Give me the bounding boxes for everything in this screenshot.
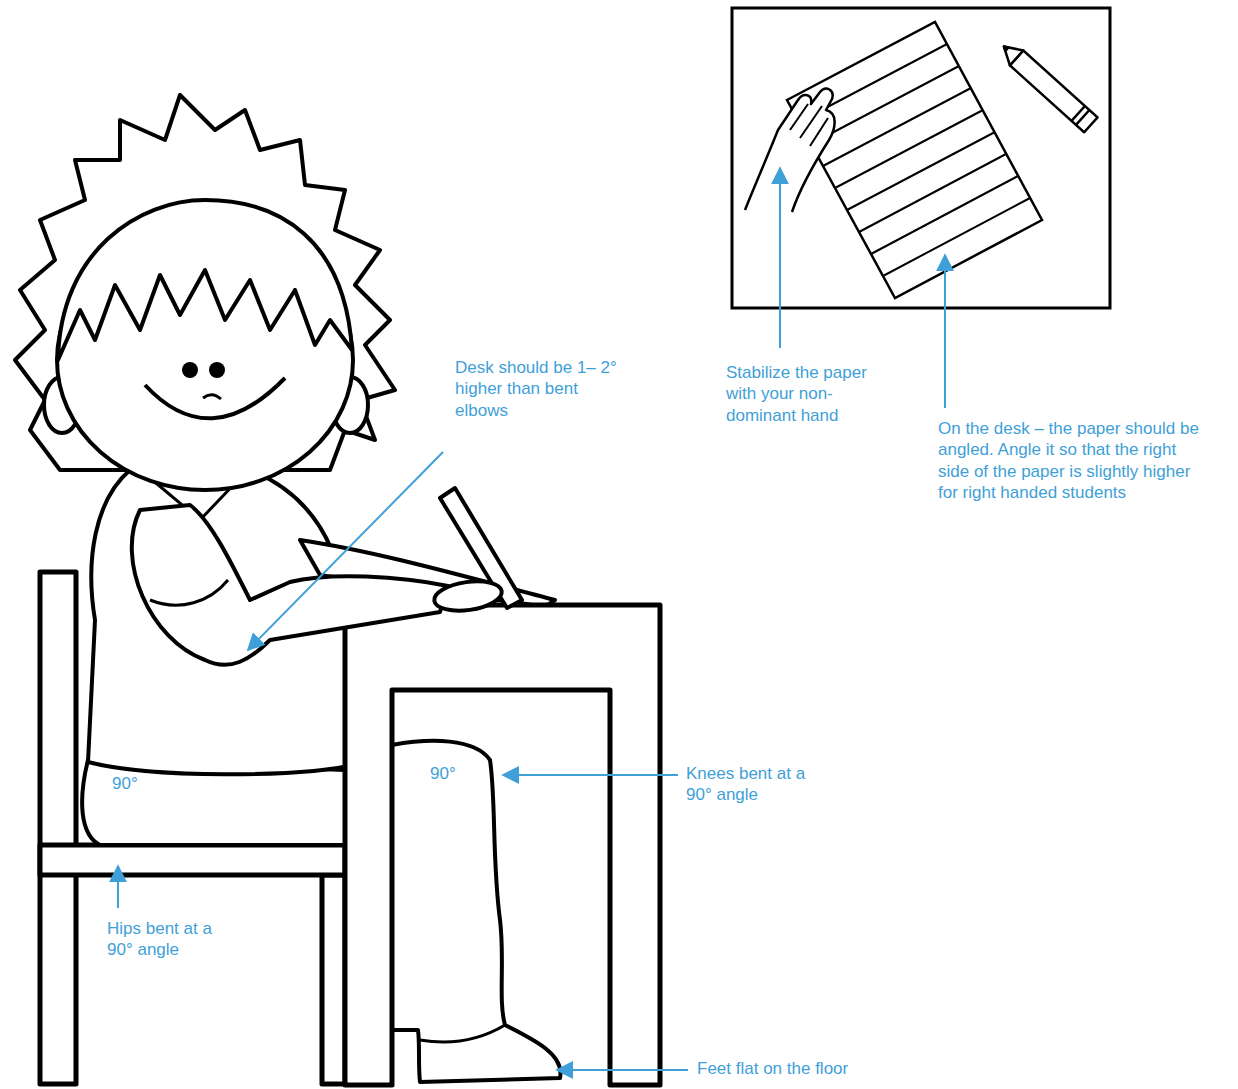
desk [345, 605, 660, 1085]
eye [182, 362, 198, 378]
leader-lines [118, 168, 945, 1070]
nose-mark [203, 395, 221, 399]
fringe [58, 200, 352, 360]
hand-note: Stabilize the paper with your non-domina… [726, 362, 871, 426]
feet-note: Feet flat on the floor [697, 1058, 848, 1079]
inset-pencil [997, 39, 1097, 132]
angle-mark: 90° [430, 763, 456, 784]
leader-line [503, 774, 678, 776]
paper-angle-note: On the desk – the paper should be angled… [938, 418, 1210, 503]
sleeve-edge [150, 580, 228, 605]
leader-line [944, 255, 946, 408]
desk-height-note: Desk should be 1– 2° higher than bent el… [455, 357, 630, 421]
chair-front-leg [322, 875, 345, 1084]
leader-line [557, 1069, 688, 1071]
leader-line [779, 168, 781, 348]
writing-hand [432, 577, 503, 614]
angle-mark: 90° [112, 773, 138, 794]
leader-line [117, 866, 119, 908]
shoe-line [420, 1025, 505, 1042]
chair-back-post [40, 572, 76, 1084]
mouth [145, 378, 285, 418]
paper-lines [799, 44, 1030, 276]
paper-inset [732, 8, 1110, 308]
knee-note: Knees bent at a 90° angle [686, 763, 806, 806]
hip-note: Hips bent at a 90° angle [107, 918, 219, 961]
eye [209, 362, 225, 378]
stabilizing-hand [745, 89, 835, 212]
inset-frame [732, 8, 1110, 308]
shin-and-shoe [392, 741, 561, 1082]
finger-lines [790, 104, 828, 146]
near-arm [132, 505, 448, 665]
head [15, 95, 395, 490]
chair-seat [40, 845, 345, 875]
leader-line [248, 452, 443, 650]
angled-paper [787, 22, 1042, 298]
